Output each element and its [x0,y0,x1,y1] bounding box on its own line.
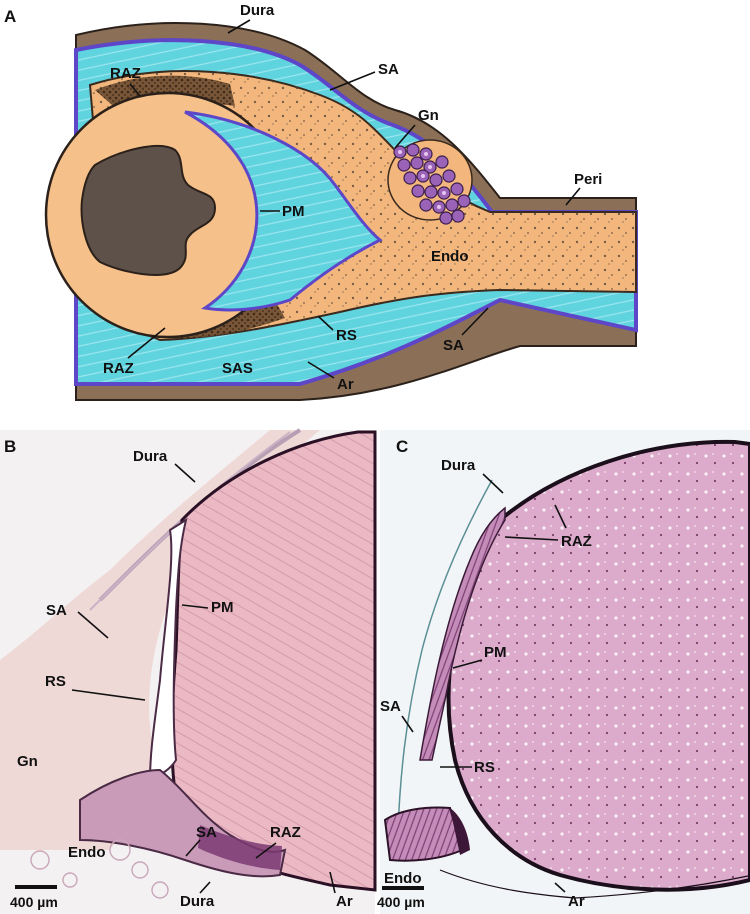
label-ar: Ar [337,376,354,393]
ganglion-cells [387,139,473,225]
label-raz-top: RAZ [110,65,141,82]
label-c-raz: RAZ [561,533,592,550]
grey-matter [80,144,217,276]
panel-c-labels: C Dura RAZ PM SA RS Endo Ar 400 µm [377,437,592,910]
label-pm: PM [282,203,305,220]
scale-label-c: 400 µm [377,894,425,910]
label-b-dura-bottom: Dura [180,893,215,910]
panel-b-labels: B Dura SA PM RS Gn RAZ SA Endo Dura Ar 4… [4,437,353,910]
label-b-sa-low: SA [196,824,217,841]
label-dura: Dura [240,2,275,19]
label-c-rs: RS [474,759,495,776]
raz-dark-b [198,825,282,870]
panel-c [380,430,750,914]
label-sas: SAS [222,360,253,377]
label-b-pm: PM [211,599,234,616]
scale-bar-b [15,885,57,889]
label-b-rs: RS [45,673,66,690]
label-c-endo: Endo [384,870,422,887]
label-b-gn: Gn [17,753,38,770]
panel-a-letter: A [4,7,16,26]
nerve-tissue-b [0,430,320,850]
pia-wedge [184,110,383,312]
label-c-dura: Dura [441,457,476,474]
label-rs: RS [336,327,357,344]
root-bundle-c [383,806,464,862]
scale-label-b: 400 µm [10,894,58,910]
label-c-pm: PM [484,644,507,661]
label-b-dura-top: Dura [133,448,168,465]
label-raz-bottom: RAZ [103,360,134,377]
label-b-endo: Endo [68,844,106,861]
scale-bar-c [382,886,424,890]
label-sa-bottom: SA [443,337,464,354]
label-sa-top: SA [378,61,399,78]
label-gn: Gn [418,107,439,124]
subarachnoid-gap-b [148,517,188,782]
pia-band-c [419,506,506,761]
label-b-sa: SA [46,602,67,619]
dura-strand-c [397,479,493,831]
label-peri: Peri [574,171,602,188]
panel-b-letter: B [4,437,16,456]
label-b-raz: RAZ [270,824,301,841]
label-c-sa: SA [380,698,401,715]
label-c-ar: Ar [568,893,585,910]
label-b-ar: Ar [336,893,353,910]
panel-a [44,22,638,401]
label-endo: Endo [431,248,469,265]
panel-a-labels: A Dura SA RAZ Gn Peri PM Endo RS SA RAZ … [4,2,602,393]
arachnoid-line-c [439,869,749,899]
panel-b [0,428,377,914]
panel-c-letter: C [396,437,408,456]
